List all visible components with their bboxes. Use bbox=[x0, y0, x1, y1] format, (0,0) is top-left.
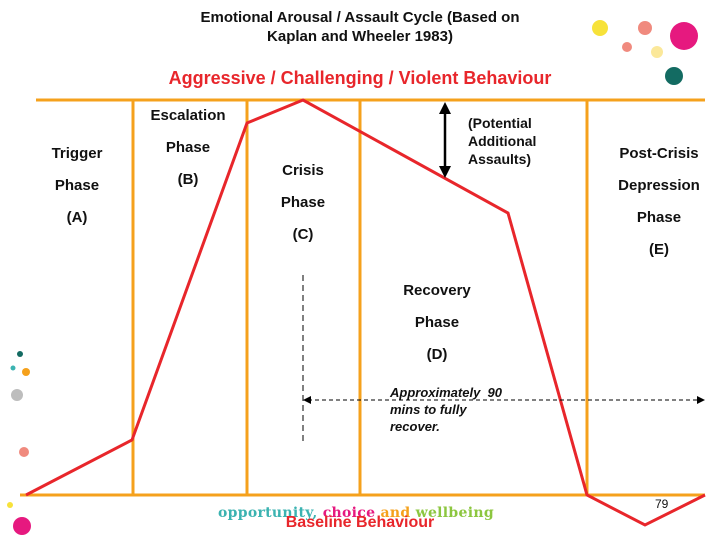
footer-word: wellbeing bbox=[415, 505, 494, 521]
post-crisis-phase-label: Post-Crisis Depression Phase (E) bbox=[602, 138, 716, 266]
decor-dot bbox=[670, 22, 698, 50]
decor-dot bbox=[19, 447, 29, 457]
escalation-phase-line: Escalation bbox=[150, 107, 226, 124]
arrow-head-down bbox=[439, 166, 451, 178]
footer-word: choice bbox=[322, 505, 376, 521]
decor-dot bbox=[638, 21, 652, 35]
arousal-curve bbox=[25, 98, 706, 527]
recovery-phase-line: Phase bbox=[414, 314, 460, 331]
top-behaviour-label: Aggressive / Challenging / Violent Behav… bbox=[168, 68, 552, 88]
diagram-title: Emotional Arousal / Assault Cycle (Based… bbox=[150, 8, 570, 46]
title-line-1: Emotional Arousal / Assault Cycle (Based… bbox=[200, 9, 520, 26]
decor-dot bbox=[665, 67, 683, 85]
trigger-phase-line: Trigger bbox=[51, 145, 103, 162]
decor-dot bbox=[10, 365, 16, 371]
escalation-phase-line: Phase bbox=[165, 139, 211, 156]
decor-dot bbox=[651, 46, 663, 58]
crisis-phase-line: Phase bbox=[280, 194, 326, 211]
arrow-head-left bbox=[303, 396, 311, 404]
crisis-phase-line: Crisis bbox=[282, 162, 324, 179]
decor-dot bbox=[17, 351, 23, 357]
trigger-phase-line: (A) bbox=[66, 209, 88, 226]
potential-note-line: (Potential bbox=[468, 115, 532, 131]
recovery-note-line: mins to fully bbox=[390, 402, 467, 417]
footer-word: opportunity, bbox=[218, 505, 318, 521]
decor-dot bbox=[11, 389, 23, 401]
decor-dot bbox=[7, 502, 13, 508]
recovery-time-note: Approximately 90 mins to fully recover. bbox=[390, 384, 550, 435]
potential-assaults-note: (Potential Additional Assaults) bbox=[468, 114, 578, 168]
potential-note-line: Additional bbox=[468, 133, 537, 149]
decor-dot bbox=[22, 368, 30, 376]
post-crisis-phase-line: Post-Crisis bbox=[619, 145, 699, 162]
trigger-phase-line: Phase bbox=[54, 177, 100, 194]
decor-dot bbox=[592, 20, 608, 36]
post-crisis-phase-line: Phase bbox=[636, 209, 682, 226]
escalation-phase-line: (B) bbox=[177, 171, 199, 188]
decor-dot bbox=[13, 517, 31, 535]
title-line-2: Kaplan and Wheeler 1983) bbox=[267, 28, 453, 45]
arrow-head-up bbox=[439, 102, 451, 114]
potential-note-line: Assaults) bbox=[468, 151, 532, 167]
recovery-note-line: Approximately 90 bbox=[390, 385, 502, 400]
footer-tagline: opportunity, choice and wellbeing bbox=[218, 505, 494, 521]
page-number: 79 bbox=[655, 497, 669, 511]
recovery-note-line: recover. bbox=[390, 419, 440, 434]
footer-word: and bbox=[380, 505, 411, 521]
crisis-phase-label: Crisis Phase (C) bbox=[258, 155, 348, 251]
trigger-phase-label: Trigger Phase (A) bbox=[36, 138, 118, 234]
decor-dot bbox=[622, 42, 632, 52]
recovery-phase-label: Recovery Phase (D) bbox=[382, 275, 492, 371]
baseline-behaviour-label: Baseline Behaviour bbox=[285, 514, 435, 531]
post-crisis-phase-line: (E) bbox=[649, 241, 669, 258]
recovery-phase-line: (D) bbox=[426, 346, 448, 363]
escalation-phase-label: Escalation Phase (B) bbox=[138, 100, 238, 196]
recovery-phase-line: Recovery bbox=[403, 282, 471, 299]
crisis-phase-line: (C) bbox=[292, 226, 314, 243]
arrow-head-right bbox=[697, 396, 705, 404]
post-crisis-phase-line: Depression bbox=[618, 177, 700, 194]
